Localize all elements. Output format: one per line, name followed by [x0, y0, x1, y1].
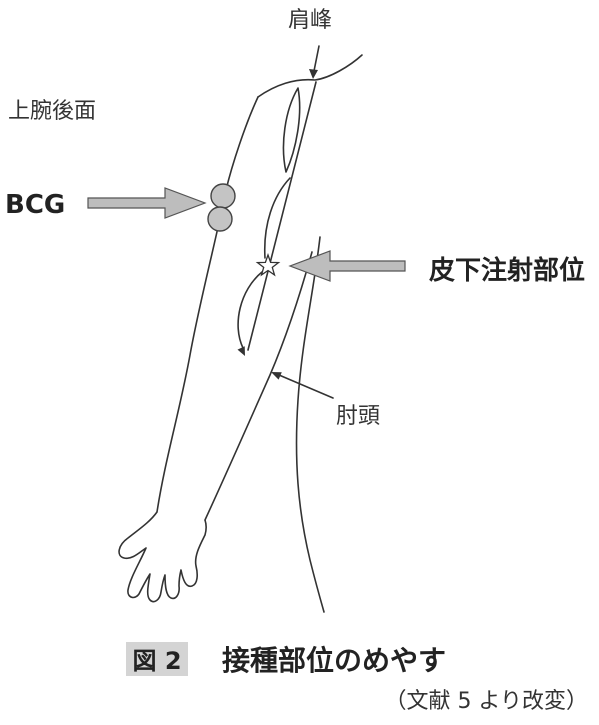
- bcg-block-arrow: [87, 187, 207, 219]
- bcg-site-marker: [210, 183, 236, 209]
- acromion-axis-line: [247, 81, 317, 351]
- olecranon-label: 肘頭: [336, 404, 380, 429]
- view-label: 上腕後面: [8, 99, 96, 124]
- acromion-arrow-head-icon: [309, 69, 318, 79]
- caption-source: （文献 5 より改変）: [384, 689, 588, 714]
- curved-arrow-head-icon: [237, 346, 245, 356]
- arm-left-edge: [156, 96, 259, 513]
- acromion-label: 肩峰: [288, 8, 332, 33]
- olecranon-arrow-head-icon: [271, 372, 282, 380]
- acromion-pointer-line: [313, 45, 320, 72]
- hand-outline: [118, 511, 207, 603]
- star-icon: [255, 253, 281, 277]
- forearm-right-edge: [204, 251, 313, 521]
- shoulder-top-line: [257, 54, 363, 98]
- deltoid-contour-upper: [282, 87, 301, 173]
- caption-number: 図 2: [132, 647, 181, 675]
- subcutaneous-site-label: 皮下注射部位: [429, 255, 585, 286]
- caption-number-background: [126, 642, 188, 676]
- caption-title: 接種部位のめやす: [222, 644, 446, 677]
- deltoid-contour-lower: [263, 177, 291, 259]
- subcutaneous-block-arrow: [288, 250, 406, 282]
- curved-direction-arrow: [237, 271, 263, 349]
- olecranon-pointer-line: [278, 374, 334, 399]
- bcg-label: BCG: [5, 190, 65, 220]
- torso-edge-line: [295, 236, 325, 613]
- bcg-site-marker: [207, 206, 233, 232]
